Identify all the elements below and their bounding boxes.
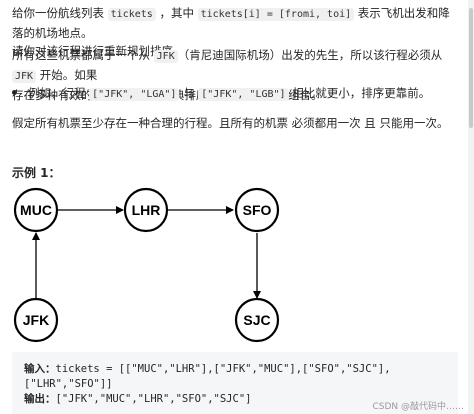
node-label-muc: MUC <box>20 202 52 218</box>
node-lhr: LHR <box>123 187 169 233</box>
text-segment: 相比就更小，排序更靠前。 <box>288 86 431 100</box>
inline-code: JFK <box>153 50 178 63</box>
input-line-1: 输入：tickets = [["MUC","LHR"],["JFK","MUC"… <box>24 362 391 376</box>
text-segment: 与 <box>179 86 199 100</box>
input-value-continued: ["LHR","SFO"]] <box>24 378 113 390</box>
text-segment: ，其中 <box>155 6 198 20</box>
itinerary-graph: MUC LHR SFO JFK SJC <box>12 186 312 344</box>
example-io-block: 输入：tickets = [["MUC","LHR"],["JFK","MUC"… <box>12 352 458 414</box>
text-segment: 例如，行程 <box>28 86 90 100</box>
output-line: 输出：["JFK","MUC","LHR","SFO","SJC"] <box>24 392 251 406</box>
node-label-sfo: SFO <box>243 202 272 218</box>
text-segment: 给你一份航线列表 <box>12 6 108 20</box>
watermark: CSDN @敲代码中…… <box>372 402 464 412</box>
input-value: tickets = [["MUC","LHR"],["JFK","MUC"],[… <box>55 363 391 375</box>
inline-code: ["JFK", "LGA"] <box>89 88 180 101</box>
node-label-jfk: JFK <box>23 312 49 328</box>
node-muc: MUC <box>13 187 59 233</box>
text-segment: 请你对该行程进行重新规划排序。 <box>12 44 185 58</box>
node-label-lhr: LHR <box>132 202 161 218</box>
text-segment: （肯尼迪国际机场）出发的先生，所以该行程必须从 <box>177 48 443 62</box>
node-label-sjc: SJC <box>243 312 270 328</box>
inline-code: tickets <box>107 8 156 21</box>
inline-code: ["JFK", "LGB"] <box>198 88 289 101</box>
input-line-2: ["LHR","SFO"]] <box>24 377 113 391</box>
example-title: 示例 1： <box>12 166 61 180</box>
description-paragraph-1: 给你一份航线列表 tickets ，其中 tickets[i] = [fromi… <box>12 4 458 60</box>
input-label: 输入： <box>24 363 56 375</box>
description-paragraph-3: 假定所有机票至少存在一种合理的行程。且所有的机票 必须都用一次 且 只能用一次。 <box>12 114 458 132</box>
vertical-scrollbar[interactable] <box>468 0 474 414</box>
text-segment: 开始。如果 <box>36 68 98 82</box>
node-sfo: SFO <box>234 187 280 233</box>
text-segment: 假定所有机票至少存在一种合理的行程。且所有的机票 必须都用一次 且 只能用一次。 <box>12 116 449 130</box>
node-sjc: SJC <box>234 297 280 343</box>
scrollbar-thumb[interactable] <box>469 8 473 128</box>
inline-code: tickets[i] = [fromi, toi] <box>197 8 355 21</box>
bullet-point <box>12 90 17 95</box>
output-value: ["JFK","MUC","LHR","SFO","SJC"] <box>55 393 252 405</box>
node-jfk: JFK <box>13 297 59 343</box>
itinerary-graph-svg: MUC LHR SFO JFK SJC <box>13 187 280 343</box>
text-segment: 表示飞机出发和降落的机场地点。 <box>12 6 450 40</box>
bullet-item: 例如，行程 ["JFK", "LGA"] 与 ["JFK", "LGB"] 相比… <box>28 84 458 104</box>
inline-code: JFK <box>12 70 37 83</box>
output-label: 输出： <box>24 393 56 405</box>
text-segment: 所有这些机票都属于一个从 <box>12 48 154 62</box>
